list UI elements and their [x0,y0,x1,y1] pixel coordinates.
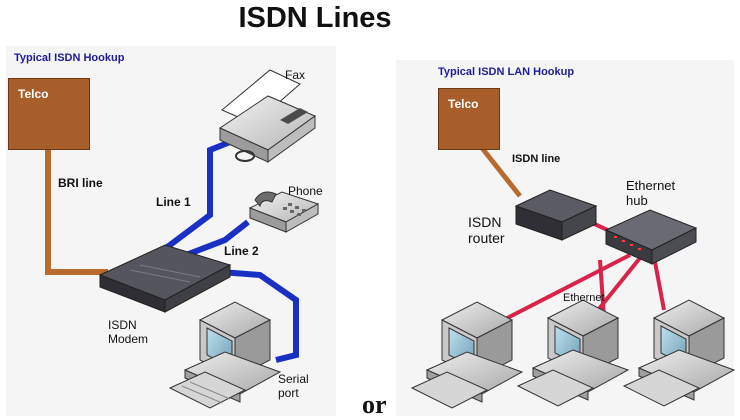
isdn-line [480,146,522,198]
serial-pc-icon [168,301,282,409]
right-telco-box: Telco [438,88,500,150]
line-1-label: Line 1 [156,195,191,209]
phone-icon [248,191,320,233]
fax-machine-icon [218,69,317,163]
bri-line [45,150,108,275]
left-panel-heading: Typical ISDN Hookup [14,52,125,64]
fax-label: Fax [285,68,306,82]
lan-pc-3-icon [622,299,736,407]
ethernet-cable-3 [653,261,666,311]
serial-cable [194,267,299,363]
hub-label-line2: hub [626,193,648,208]
bri-line-label: BRI line [58,176,103,190]
lan-pc-1-icon [410,301,524,409]
serial-port-label-line1: Serial [278,372,309,386]
lan-pc-2-icon [516,299,630,407]
ethernet-hub-icon [604,209,698,265]
modem-label-line1: ISDN [108,318,137,332]
isdn-router-icon [514,189,598,241]
isdn-modem-icon [98,244,232,313]
line-2-label: Line 2 [224,244,259,258]
page-title: ISDN Lines [238,2,392,34]
left-telco-label: Telco [18,87,49,101]
router-label-line1: ISDN [468,214,502,230]
serial-port-label-line2: port [278,386,299,400]
modem-label-line2: Modem [108,332,149,346]
line-1-cable [148,137,237,263]
phone-label: Phone [288,184,323,198]
or-separator: or [362,390,387,419]
router-label-line2: router [468,230,505,246]
isdn-line-label: ISDN line [512,153,561,165]
right-panel-heading: Typical ISDN LAN Hookup [438,66,575,78]
hub-label-line1: Ethernet [626,178,676,193]
ethernet-label: Ethernet [563,292,605,304]
right-telco-label: Telco [448,97,479,111]
left-telco-box: Telco [8,78,90,150]
